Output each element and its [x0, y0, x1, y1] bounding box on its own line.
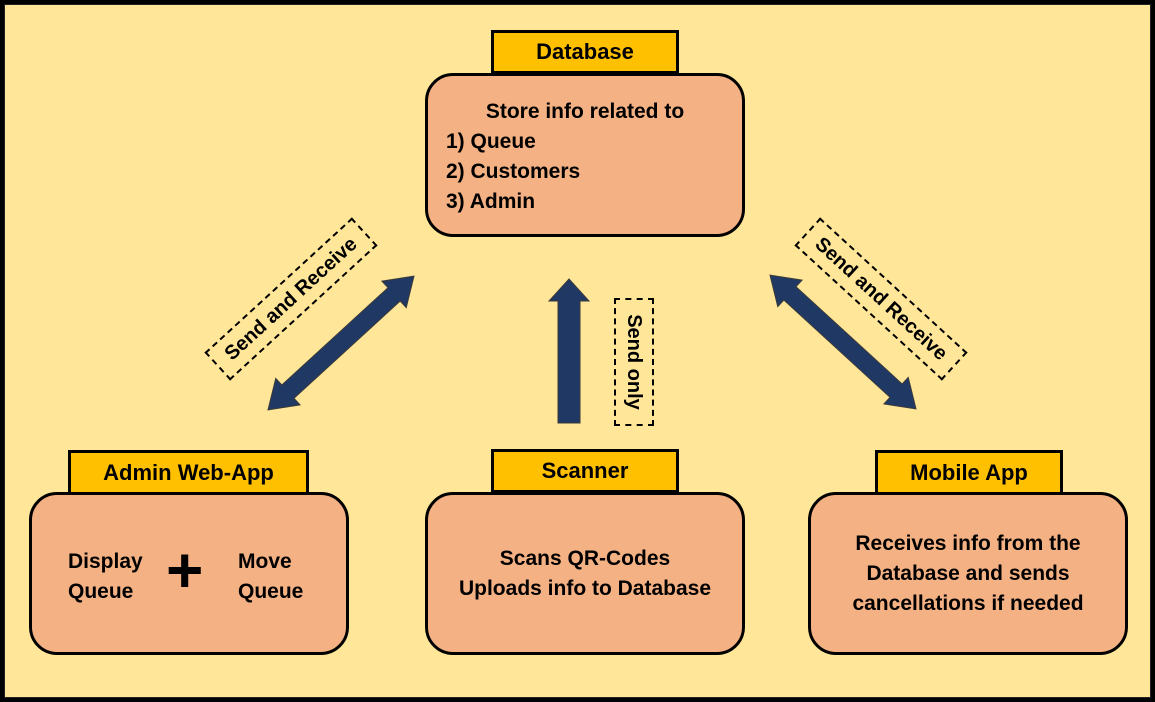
- admin-display-label: Display Queue: [68, 547, 143, 607]
- plus-icon: +: [166, 534, 204, 606]
- scanner-title: Scanner: [491, 449, 679, 493]
- database-line-1: Store info related to: [485, 100, 685, 123]
- admin-move-label: Move Queue: [238, 547, 303, 607]
- admin-display-line-1: Display: [68, 550, 143, 573]
- mobile-app-title-text: Mobile App: [910, 459, 1028, 485]
- mobile-line-2: Database and sends: [866, 561, 1070, 585]
- admin-move-line-1: Move: [238, 550, 292, 573]
- database-line-4: 3) Admin: [446, 190, 536, 213]
- diagram-canvas: Send and Receive Send only Send and Rece…: [4, 4, 1151, 698]
- scanner-line-1: Scans QR-Codes: [499, 546, 671, 570]
- mobile-app-title: Mobile App: [875, 450, 1063, 495]
- arrows-layer: [267, 274, 917, 424]
- admin-db-arrow: [267, 275, 415, 411]
- database-line-2: 1) Queue: [446, 130, 536, 153]
- admin-webapp-title: Admin Web-App: [68, 450, 309, 495]
- admin-move-line-2: Queue: [238, 580, 304, 603]
- admin-display-line-2: Queue: [68, 580, 134, 603]
- scanner-box: Scans QR-Codes Uploads info to Database: [425, 492, 745, 655]
- database-title: Database: [491, 30, 679, 74]
- scanner-db-arrow: [547, 278, 591, 424]
- database-title-text: Database: [536, 39, 634, 64]
- mobile-app-box: Receives info from the Database and send…: [808, 492, 1128, 655]
- scanner-db-label: Send only: [614, 298, 654, 426]
- database-box: Store info related to 1) Queue 2) Custom…: [425, 73, 745, 237]
- mobile-db-arrow: [769, 274, 917, 410]
- mobile-line-3: cancellations if needed: [852, 591, 1084, 615]
- admin-webapp-box: Display Queue + Move Queue: [29, 492, 349, 655]
- scanner-line-2: Uploads info to Database: [458, 576, 712, 600]
- admin-webapp-title-text: Admin Web-App: [103, 459, 274, 485]
- database-line-3: 2) Customers: [446, 160, 581, 183]
- mobile-line-1: Receives info from the: [855, 531, 1081, 555]
- scanner-title-text: Scanner: [541, 458, 629, 483]
- scanner-db-label-text: Send only: [623, 314, 646, 410]
